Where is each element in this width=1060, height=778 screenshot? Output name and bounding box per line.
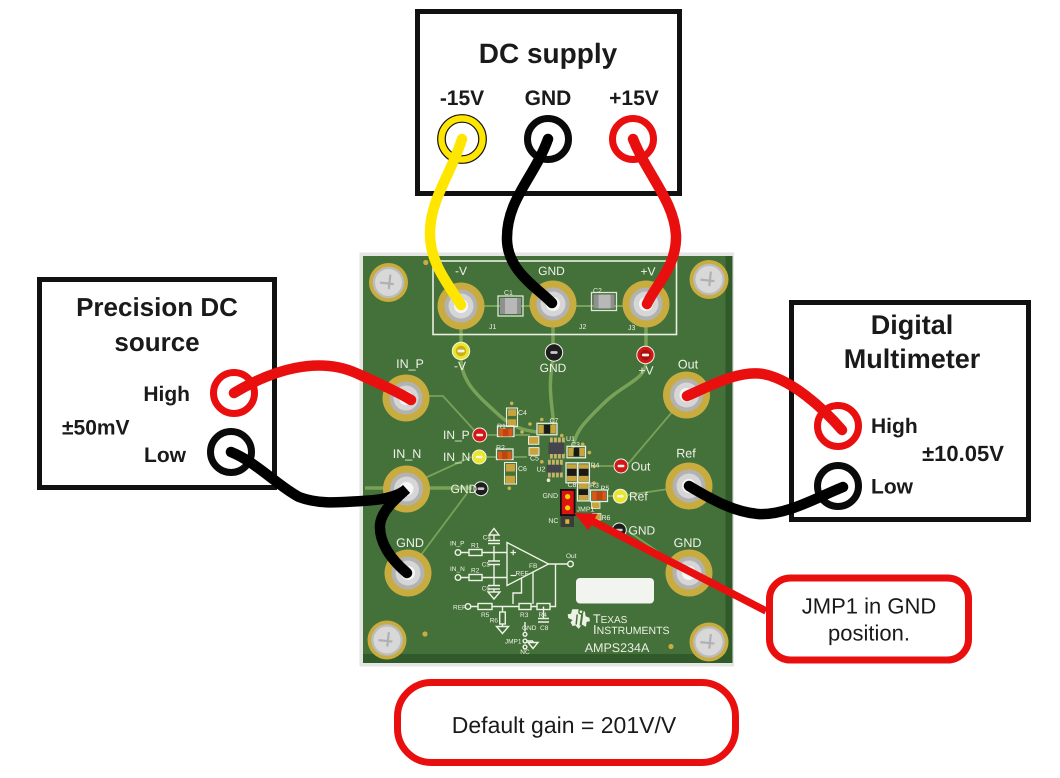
svg-text:source: source <box>114 327 199 357</box>
svg-text:C6: C6 <box>482 586 491 593</box>
svg-text:U1: U1 <box>566 436 575 443</box>
svg-text:+V: +V <box>638 364 653 378</box>
svg-text:R5: R5 <box>481 612 490 619</box>
svg-text:IN_P: IN_P <box>443 428 470 442</box>
svg-text:High: High <box>871 415 918 438</box>
svg-text:Precision DC: Precision DC <box>76 292 238 322</box>
svg-text:REF: REF <box>453 605 466 612</box>
svg-text:C3: C3 <box>571 442 580 449</box>
svg-text:AMPS234A: AMPS234A <box>585 641 650 655</box>
svg-text:FB: FB <box>529 563 537 570</box>
svg-text:GND: GND <box>542 493 558 500</box>
svg-text:R4: R4 <box>539 612 548 619</box>
svg-text:Ref: Ref <box>676 447 696 461</box>
svg-text:R1: R1 <box>497 424 506 431</box>
svg-text:J1: J1 <box>489 324 497 331</box>
svg-text:Out: Out <box>631 460 651 474</box>
svg-text:C8: C8 <box>568 482 577 489</box>
svg-text:Digital: Digital <box>871 310 954 340</box>
svg-text:GND: GND <box>538 264 565 278</box>
svg-text:+V: +V <box>640 265 655 279</box>
svg-text:R6: R6 <box>602 515 611 522</box>
svg-text:±10.05V: ±10.05V <box>922 441 1004 466</box>
svg-text:GND: GND <box>522 625 537 632</box>
svg-text:U2: U2 <box>537 467 546 474</box>
svg-text:C5: C5 <box>482 562 491 569</box>
svg-text:TEXAS: TEXAS <box>593 612 628 626</box>
svg-text:R3: R3 <box>520 612 529 619</box>
svg-text:NC: NC <box>548 518 558 525</box>
svg-text:Ref: Ref <box>629 490 648 504</box>
svg-text:C4: C4 <box>518 410 527 417</box>
svg-text:GND: GND <box>396 536 424 550</box>
svg-text:IN_N: IN_N <box>393 447 421 461</box>
svg-text:Default gain = 201V/V: Default gain = 201V/V <box>452 712 677 738</box>
svg-text:Out: Out <box>678 358 699 372</box>
svg-text:GND: GND <box>451 482 478 496</box>
svg-text:C1: C1 <box>504 290 513 297</box>
svg-text:C2: C2 <box>593 288 602 295</box>
svg-text:±50mV: ±50mV <box>62 417 130 440</box>
svg-text:C6: C6 <box>518 466 527 473</box>
svg-text:+15V: +15V <box>609 87 659 110</box>
svg-text:J2: J2 <box>579 324 587 331</box>
svg-text:R4: R4 <box>591 463 600 470</box>
svg-text:DC supply: DC supply <box>479 38 618 69</box>
svg-text:C5: C5 <box>530 456 539 463</box>
svg-text:C7: C7 <box>550 418 559 425</box>
svg-text:GND: GND <box>629 524 656 538</box>
svg-text:JMP1 in GND: JMP1 in GND <box>802 594 936 619</box>
svg-text:R2: R2 <box>496 445 505 452</box>
svg-text:REF: REF <box>516 571 529 578</box>
svg-text:C8: C8 <box>540 625 549 632</box>
svg-text:R2: R2 <box>471 568 480 575</box>
svg-text:R3: R3 <box>590 483 599 490</box>
svg-text:C4: C4 <box>483 535 492 542</box>
svg-text:-15V: -15V <box>440 87 484 110</box>
svg-text:-V: -V <box>455 264 467 278</box>
svg-text:-V: -V <box>454 359 466 373</box>
svg-text:Low: Low <box>144 444 187 467</box>
svg-text:GND: GND <box>540 361 567 375</box>
svg-text:GND: GND <box>674 536 702 550</box>
svg-text:R1: R1 <box>471 543 480 550</box>
svg-text:INSTRUMENTS: INSTRUMENTS <box>593 622 670 637</box>
svg-text:NC: NC <box>520 649 530 656</box>
svg-text:Out: Out <box>566 553 577 560</box>
svg-text:J3: J3 <box>628 325 636 332</box>
svg-text:position.: position. <box>828 621 910 646</box>
svg-text:IN_N: IN_N <box>450 566 465 573</box>
svg-text:JMP1: JMP1 <box>505 639 522 646</box>
svg-text:R5: R5 <box>601 486 610 493</box>
svg-text:IN_P: IN_P <box>450 541 464 548</box>
svg-text:Multimeter: Multimeter <box>844 344 981 374</box>
svg-text:IN_N: IN_N <box>443 450 470 464</box>
svg-text:R6: R6 <box>490 618 499 625</box>
svg-text:JMP1: JMP1 <box>577 507 595 514</box>
svg-text:Low: Low <box>871 476 914 499</box>
svg-text:High: High <box>143 383 190 406</box>
svg-text:GND: GND <box>525 87 572 110</box>
svg-text:IN_P: IN_P <box>396 357 424 371</box>
